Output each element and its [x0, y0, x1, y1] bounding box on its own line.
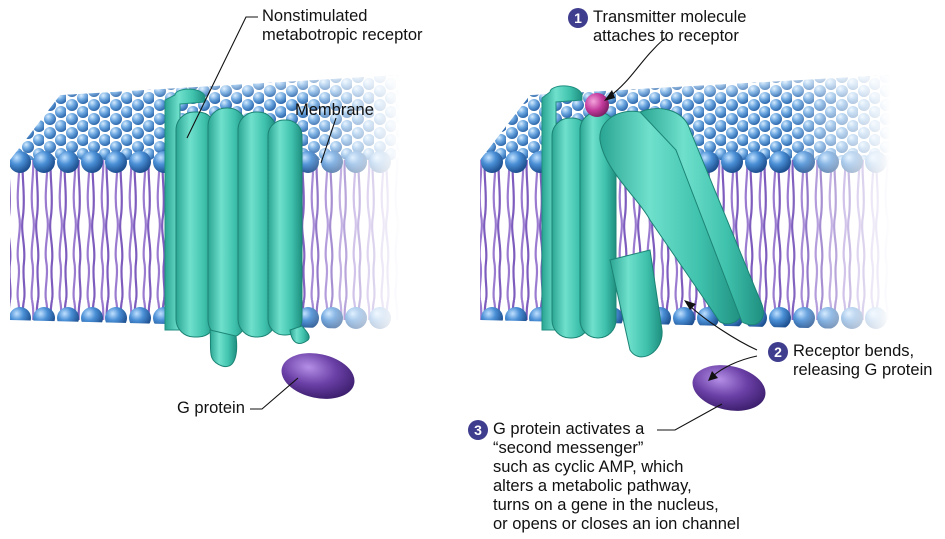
receptor-nonstimulated	[165, 89, 309, 366]
lipid-head	[505, 151, 527, 173]
lipid-head	[481, 151, 503, 173]
step-3-text: G protein activates a “second messenger”…	[493, 420, 740, 534]
step-2-badge: 2	[768, 342, 788, 362]
lipid-head	[81, 307, 103, 329]
lipid-head	[9, 307, 31, 329]
step-1-badge: 1	[568, 8, 588, 28]
lipid-head	[57, 151, 79, 173]
lipid-head	[33, 151, 55, 173]
step-1-text: Transmitter molecule attaches to recepto…	[593, 8, 746, 46]
lipid-head	[505, 307, 527, 329]
lipid-head	[769, 151, 791, 173]
lipid-head	[105, 151, 127, 173]
lipid-head	[129, 307, 151, 329]
transmitter-molecule	[585, 93, 609, 117]
step-2-text: Receptor bends, releasing G protein	[793, 342, 932, 380]
lipid-head	[769, 307, 791, 329]
lipid-head	[673, 307, 695, 329]
arrow-step-1	[610, 38, 665, 96]
lipid-head	[105, 307, 127, 329]
label-membrane: Membrane	[295, 101, 374, 120]
label-g-protein: G protein	[177, 399, 245, 418]
lipid-head	[57, 307, 79, 329]
step-3-badge: 3	[468, 420, 488, 440]
lipid-head	[721, 151, 743, 173]
lipid-head	[129, 151, 151, 173]
g-protein-right	[688, 359, 770, 417]
lipid-head	[81, 151, 103, 173]
lipid-head	[481, 307, 503, 329]
lipid-head	[745, 151, 767, 173]
g-protein-left	[277, 347, 359, 405]
lipid-head	[33, 307, 55, 329]
lipid-head	[9, 151, 31, 173]
label-nonstimulated-receptor: Nonstimulated metabotropic receptor	[262, 7, 423, 45]
